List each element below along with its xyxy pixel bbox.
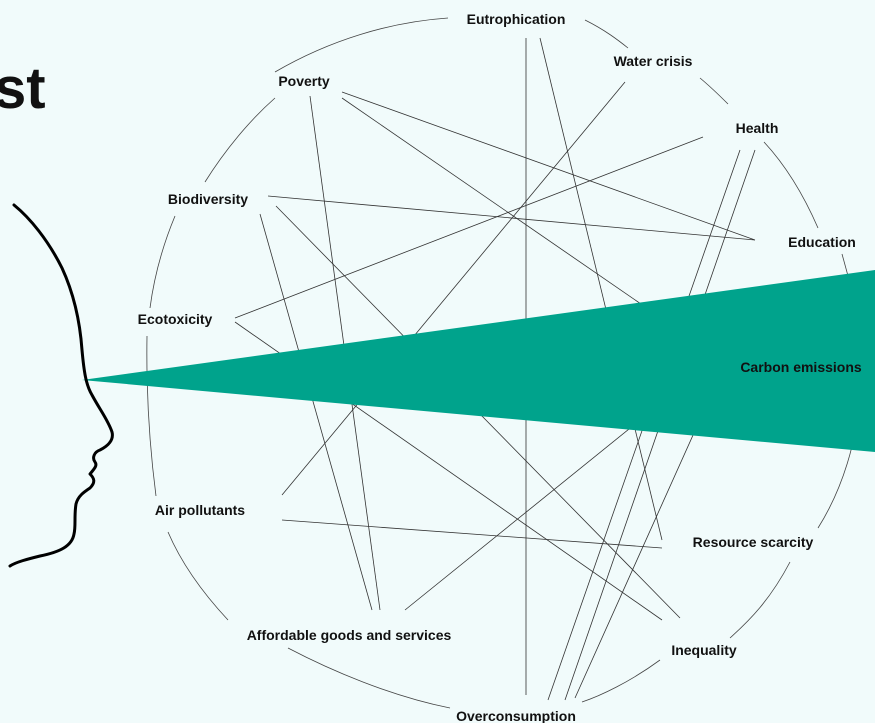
node-poverty: Poverty <box>278 73 330 89</box>
connection-line <box>341 91 756 241</box>
connection-line <box>259 213 373 611</box>
ring-arc <box>581 659 661 703</box>
node-carbon-emissions: Carbon emissions <box>740 359 862 375</box>
ring-arc <box>763 141 819 229</box>
connection-line <box>281 519 663 549</box>
node-biodiversity: Biodiversity <box>168 191 248 207</box>
node-overconsumption: Overconsumption <box>456 708 576 723</box>
focus-beam <box>82 270 875 452</box>
ring-arc <box>584 19 629 49</box>
head-silhouette-icon <box>8 203 114 568</box>
connection-line <box>539 37 663 541</box>
connection-line <box>234 136 704 319</box>
node-water-crisis: Water crisis <box>614 53 693 69</box>
node-air-pollutants: Air pollutants <box>155 502 245 518</box>
connection-line <box>267 195 756 241</box>
ring-arc <box>274 17 449 73</box>
node-resource-scarcity: Resource scarcity <box>693 534 814 550</box>
node-health: Health <box>736 120 779 136</box>
heading-fragment: st <box>0 56 46 121</box>
node-inequality: Inequality <box>671 642 737 658</box>
node-ecotoxicity: Ecotoxicity <box>138 311 213 327</box>
ring-arc <box>699 77 729 105</box>
ring-arc <box>146 335 157 497</box>
node-labels: Eutrophication Water crisis Health Educa… <box>138 11 862 723</box>
ring-arc <box>729 561 791 639</box>
connection-line <box>281 81 626 496</box>
ring-arc <box>167 531 229 621</box>
ring-arc <box>204 97 276 183</box>
ring-arc <box>287 647 451 709</box>
node-eutrophication: Eutrophication <box>467 11 566 27</box>
ring-arc <box>149 215 176 309</box>
node-education: Education <box>788 234 856 250</box>
node-affordable-goods: Affordable goods and services <box>247 627 452 643</box>
